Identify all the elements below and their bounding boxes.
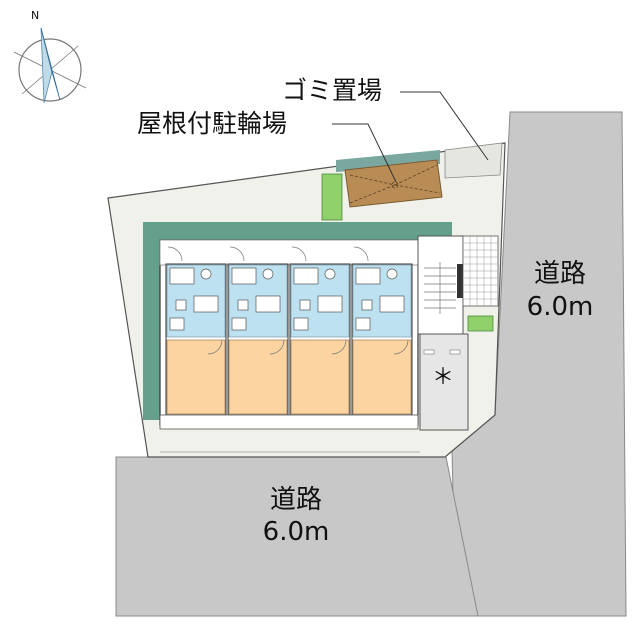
unit-washer: [169, 317, 185, 331]
compass: N: [13, 9, 87, 104]
garbage-leader: [400, 91, 489, 161]
unit-sink: [175, 299, 187, 311]
bike-roof-pattern: [349, 164, 441, 204]
south-road-name: 道路: [270, 485, 322, 515]
unit-kitchen: [255, 295, 281, 313]
upper-shadow: [336, 150, 440, 172]
unit-kitchen: [317, 295, 343, 313]
stair-block: [417, 235, 464, 335]
bike-parking-label: 屋根付駐輪場: [137, 109, 287, 138]
stair-dark-bar: [457, 264, 463, 298]
unit-toilet: [262, 268, 274, 280]
unit-toilet: [200, 268, 212, 280]
compass-needle-dark: [40, 27, 61, 101]
unit-door-swing: [353, 246, 369, 262]
planting-right: [467, 315, 494, 332]
unit-bath: [293, 267, 319, 285]
unit-washer: [293, 317, 309, 331]
bike-leader: [332, 123, 397, 183]
unit-sink: [361, 299, 373, 311]
garbage-label: ゴミ置場: [282, 76, 382, 105]
compass-ring: [18, 38, 82, 102]
unit-kitchen: [193, 295, 219, 313]
compass-north-label: N: [31, 9, 39, 22]
unit-bath: [231, 267, 257, 285]
south-road-width: 6.0m: [263, 517, 330, 547]
unit-bath: [169, 267, 195, 285]
parking-mark: ＊: [432, 365, 454, 390]
balcony-strip: [159, 414, 419, 430]
unit-room-door: [207, 339, 223, 355]
east-road-name: 道路: [534, 259, 586, 289]
unit-sink: [299, 299, 311, 311]
parking-line-2: [449, 349, 461, 355]
unit-room-door: [331, 339, 347, 355]
unit-washer: [355, 317, 371, 331]
parking-line-1: [423, 349, 435, 355]
unit-room-door: [393, 339, 409, 355]
planting-top: [321, 173, 343, 221]
unit-door-swing: [167, 246, 183, 262]
east-road-width: 6.0m: [527, 292, 594, 322]
unit-sink: [237, 299, 249, 311]
corridor: [159, 239, 419, 266]
unit-door-swing: [291, 246, 307, 262]
unit-kitchen: [379, 295, 405, 313]
garbage-yard: [444, 142, 503, 179]
unit-toilet: [386, 268, 398, 280]
entrance-tiles: [462, 235, 499, 307]
unit-toilet: [324, 268, 336, 280]
unit-bath: [355, 267, 381, 285]
unit-room-door: [269, 339, 285, 355]
unit-door-swing: [229, 246, 245, 262]
unit-group: [165, 246, 413, 426]
unit-washer: [231, 317, 247, 331]
stair-steps: [424, 262, 456, 314]
